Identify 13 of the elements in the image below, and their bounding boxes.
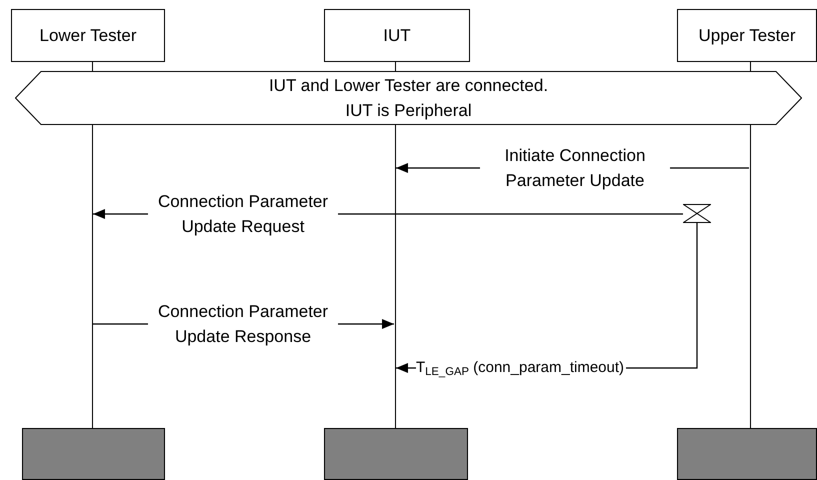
participant-box xyxy=(677,9,817,62)
banner-text: IUT and Lower Tester are connected. xyxy=(268,75,548,97)
message-label: T$_{LE_GAP}$ (conn_param_timeout) xyxy=(416,359,626,377)
participant-name: Upper Tester xyxy=(698,24,796,47)
banner-text: IUT is Peripheral xyxy=(345,100,472,122)
timer-icon xyxy=(683,204,711,223)
lifeline-end-bar xyxy=(677,428,817,480)
lifeline-end-bar xyxy=(324,428,468,480)
participant-box xyxy=(11,9,165,62)
lifeline-end-bar xyxy=(22,428,165,480)
participant-box xyxy=(324,9,470,62)
participant-name: Lower Tester xyxy=(39,24,136,47)
participant-name: IUT xyxy=(383,24,411,47)
